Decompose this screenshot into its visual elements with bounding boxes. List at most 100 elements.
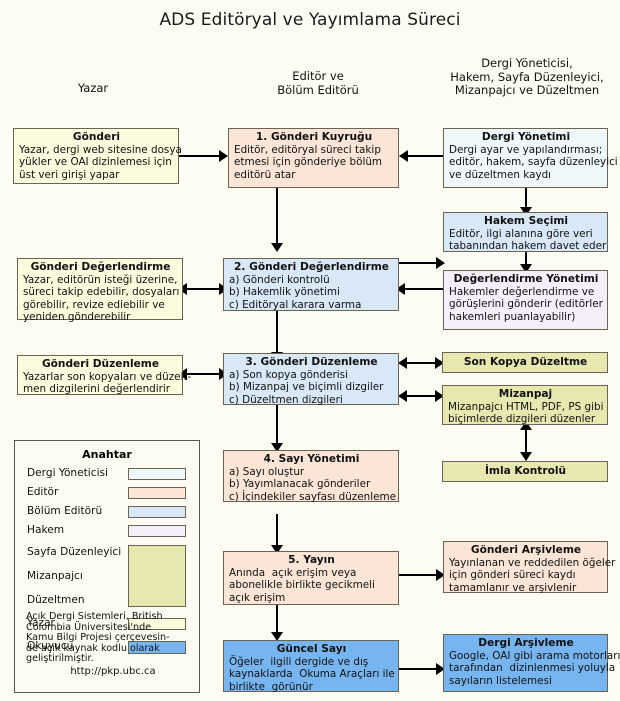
legend-label-5: Mizanpajcı: [27, 570, 83, 582]
arrowhead-up: [520, 421, 532, 430]
arrowhead-down: [271, 545, 283, 554]
connector-submission-to-queue: [178, 155, 221, 157]
box-current-issue[interactable]: Güncel Sayı Öğeler ilgili dergide ve dış…: [223, 640, 399, 693]
legend-label-6: Düzeltmen: [27, 594, 85, 606]
box-current-issue-heading: Güncel Sayı: [276, 643, 347, 655]
arrowhead-down: [520, 264, 532, 273]
box-review-management-heading: Değerlendirme Yönetimi: [453, 273, 599, 285]
connector-layout-proofreading: [525, 424, 527, 460]
author-column-header: Yazar: [28, 81, 158, 96]
box-journal-management-heading: Dergi Yönetimi: [481, 131, 571, 143]
box-journal-management[interactable]: Dergi Yönetimi Dergi ayar ve yapılandırm…: [443, 128, 618, 188]
box-submission-review-author-body: Yazar, editörün isteği üzerine,süreci ta…: [23, 274, 180, 324]
arrowhead-down: [271, 243, 283, 252]
legend-title: Anahtar: [82, 448, 132, 461]
box-layout-heading: Mizanpaj: [498, 388, 553, 400]
arrowhead-left: [399, 150, 408, 162]
box-journal-archive-heading: Dergi Arşivleme: [478, 637, 574, 649]
legend-url[interactable]: http://pkp.ubc.ca: [70, 665, 156, 677]
connector-publication-to-currentissue: [276, 605, 278, 637]
legend-label-2: Bölüm Editörü: [27, 505, 103, 517]
box-publication-heading: 5. Yayın: [288, 554, 335, 566]
legend-swatch-bolum-editoru: [128, 506, 186, 518]
box-submission-queue[interactable]: 1. Gönderi Kuyruğu Editör, editöryal sür…: [228, 128, 399, 188]
arrowhead-right: [436, 569, 445, 581]
legend-swatch-okuyucu: [128, 641, 186, 654]
box-journal-management-body: Dergi ayar ve yapılandırması;editör, hak…: [449, 144, 618, 181]
box-submission-review-heading: 2. Gönderi Değerlendirme: [234, 261, 389, 273]
box-submission-editing-author[interactable]: Gönderi Düzenleme Yazarlar son kopyaları…: [17, 355, 192, 396]
connector-queue-to-review: [276, 188, 278, 244]
arrowhead-right: [436, 257, 445, 269]
connector-author-editing-bidirectional: [183, 373, 223, 375]
connector-reviewmgmt-to-review: [398, 288, 443, 290]
box-submission-review-author-heading: Gönderi Değerlendirme: [30, 261, 171, 273]
legend-swatch-hakem: [128, 525, 186, 537]
box-proofreading[interactable]: İmla Kontrolü: [442, 461, 608, 482]
box-copyediting-heading: Son Kopya Düzeltme: [463, 356, 588, 368]
connector-publication-to-archive: [398, 574, 443, 576]
box-copyediting[interactable]: Son Kopya Düzeltme: [442, 352, 608, 373]
box-submission-editing[interactable]: 3. Gönderi Düzenleme a) Son kopya gönder…: [223, 353, 399, 406]
arrowhead-down: [271, 443, 283, 452]
legend-label-7: Yazar: [27, 617, 55, 629]
arrowhead-down: [520, 452, 532, 461]
staff-column-header: Dergi Yöneticisi,Hakem, Sayfa Düzenleyic…: [443, 56, 611, 98]
legend-swatch-dergi-yoneticisi: [128, 468, 186, 480]
legend-swatch-sayfa-duzenleyici-mizanpajci-duzeltmen: [128, 545, 186, 607]
box-journal-archive[interactable]: Dergi Arşivleme Google, OAI gibi arama m…: [443, 634, 620, 692]
connector-journalmgmt-to-queue: [408, 155, 443, 157]
box-reviewer-selection-heading: Hakem Seçimi: [483, 215, 569, 227]
box-submission-archive-heading: Gönderi Arşivleme: [470, 544, 582, 556]
arrowhead-left: [396, 283, 405, 295]
box-submission-review[interactable]: 2. Gönderi Değerlendirme a) Gönderi kont…: [223, 258, 399, 311]
connector-editing-to-issue: [276, 404, 278, 448]
box-submission-queue-heading: 1. Gönderi Kuyruğu: [255, 131, 373, 143]
arrowhead-right: [435, 357, 444, 369]
box-proofreading-heading: İmla Kontrolü: [484, 465, 567, 477]
legend-swatch-editor: [128, 487, 186, 499]
box-submission-editing-author-heading: Gönderi Düzenleme: [41, 358, 160, 370]
box-review-management[interactable]: Değerlendirme Yönetimi Hakemler değerlen…: [443, 270, 608, 330]
connector-editing-layout: [404, 395, 442, 397]
box-submission-heading: Gönderi: [72, 131, 121, 143]
box-submission-editing-author-body: Yazarlar son kopyaları ve düzelt-men diz…: [23, 371, 192, 396]
box-submission-archive[interactable]: Gönderi Arşivleme Yayınlanan ve reddedil…: [443, 541, 616, 594]
legend-label-0: Dergi Yöneticisi: [27, 467, 108, 479]
connector-currentissue-to-journalarchive: [398, 668, 443, 670]
arrowhead-right: [436, 663, 445, 675]
arrowhead-right: [435, 390, 444, 402]
connector-author-review-bidirectional: [183, 288, 223, 290]
arrowhead-right: [219, 150, 228, 162]
connector-reviewerselection-to-reviewmgmt: [525, 252, 527, 270]
arrowhead-down: [520, 207, 532, 216]
box-reviewer-selection[interactable]: Hakem Seçimi Editör, ilgi alanına göre v…: [443, 212, 608, 252]
connector-editing-copyediting: [404, 362, 442, 364]
legend-label-1: Editör: [27, 486, 59, 498]
connector-review-to-reviewerselection: [398, 262, 443, 264]
page-title: ADS Editöryal ve Yayımlama Süreci: [159, 10, 461, 30]
legend-label-4: Sayfa Düzenleyici: [27, 546, 122, 558]
box-submission-review-author[interactable]: Gönderi Değerlendirme Yazar, editörün is…: [17, 258, 183, 323]
